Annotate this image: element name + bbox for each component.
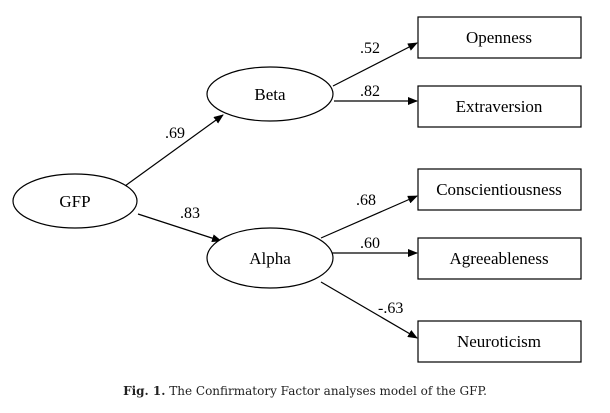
- node-extraversion: Extraversion: [417, 85, 582, 128]
- node-alpha-label: Alpha: [249, 249, 291, 268]
- node-openness-label: Openness: [466, 28, 532, 47]
- node-conscientiousness: Conscientiousness: [417, 168, 582, 211]
- edge-gfp-beta: [124, 114, 224, 187]
- edge-gfp-alpha: [137, 213, 222, 243]
- edge-beta-openness: [332, 42, 418, 87]
- figure-caption-text: The Confirmatory Factor analyses model o…: [165, 384, 487, 398]
- node-beta: Beta: [206, 66, 334, 122]
- figure-caption-label: Fig. 1.: [123, 384, 166, 398]
- node-neuroticism: Neuroticism: [417, 320, 582, 363]
- node-conscientiousness-label: Conscientiousness: [436, 180, 562, 199]
- node-neuroticism-label: Neuroticism: [457, 332, 541, 351]
- node-gfp-label: GFP: [59, 192, 90, 211]
- edge-label-beta-extraversion: .82: [360, 83, 380, 100]
- node-alpha: Alpha: [206, 227, 334, 289]
- node-agreeableness: Agreeableness: [417, 237, 582, 280]
- node-agreeableness-label: Agreeableness: [449, 249, 548, 268]
- edge-label-alpha-neuroticism: -.63: [378, 300, 403, 317]
- figure-caption: Fig. 1. The Confirmatory Factor analyses…: [0, 384, 610, 398]
- edge-label-alpha-conscientiousness: .68: [356, 192, 376, 209]
- node-beta-label: Beta: [254, 85, 286, 104]
- edge-label-alpha-agreeableness: .60: [360, 235, 380, 252]
- edge-label-beta-openness: .52: [360, 40, 380, 57]
- edge-label-gfp-alpha: .83: [180, 205, 200, 222]
- edge-alpha-neuroticism: [320, 281, 418, 339]
- edge-label-gfp-beta: .69: [165, 125, 185, 142]
- node-extraversion-label: Extraversion: [456, 97, 543, 116]
- node-gfp: GFP: [12, 173, 138, 229]
- node-openness: Openness: [417, 16, 582, 59]
- edge-alpha-conscientiousness: [320, 195, 418, 239]
